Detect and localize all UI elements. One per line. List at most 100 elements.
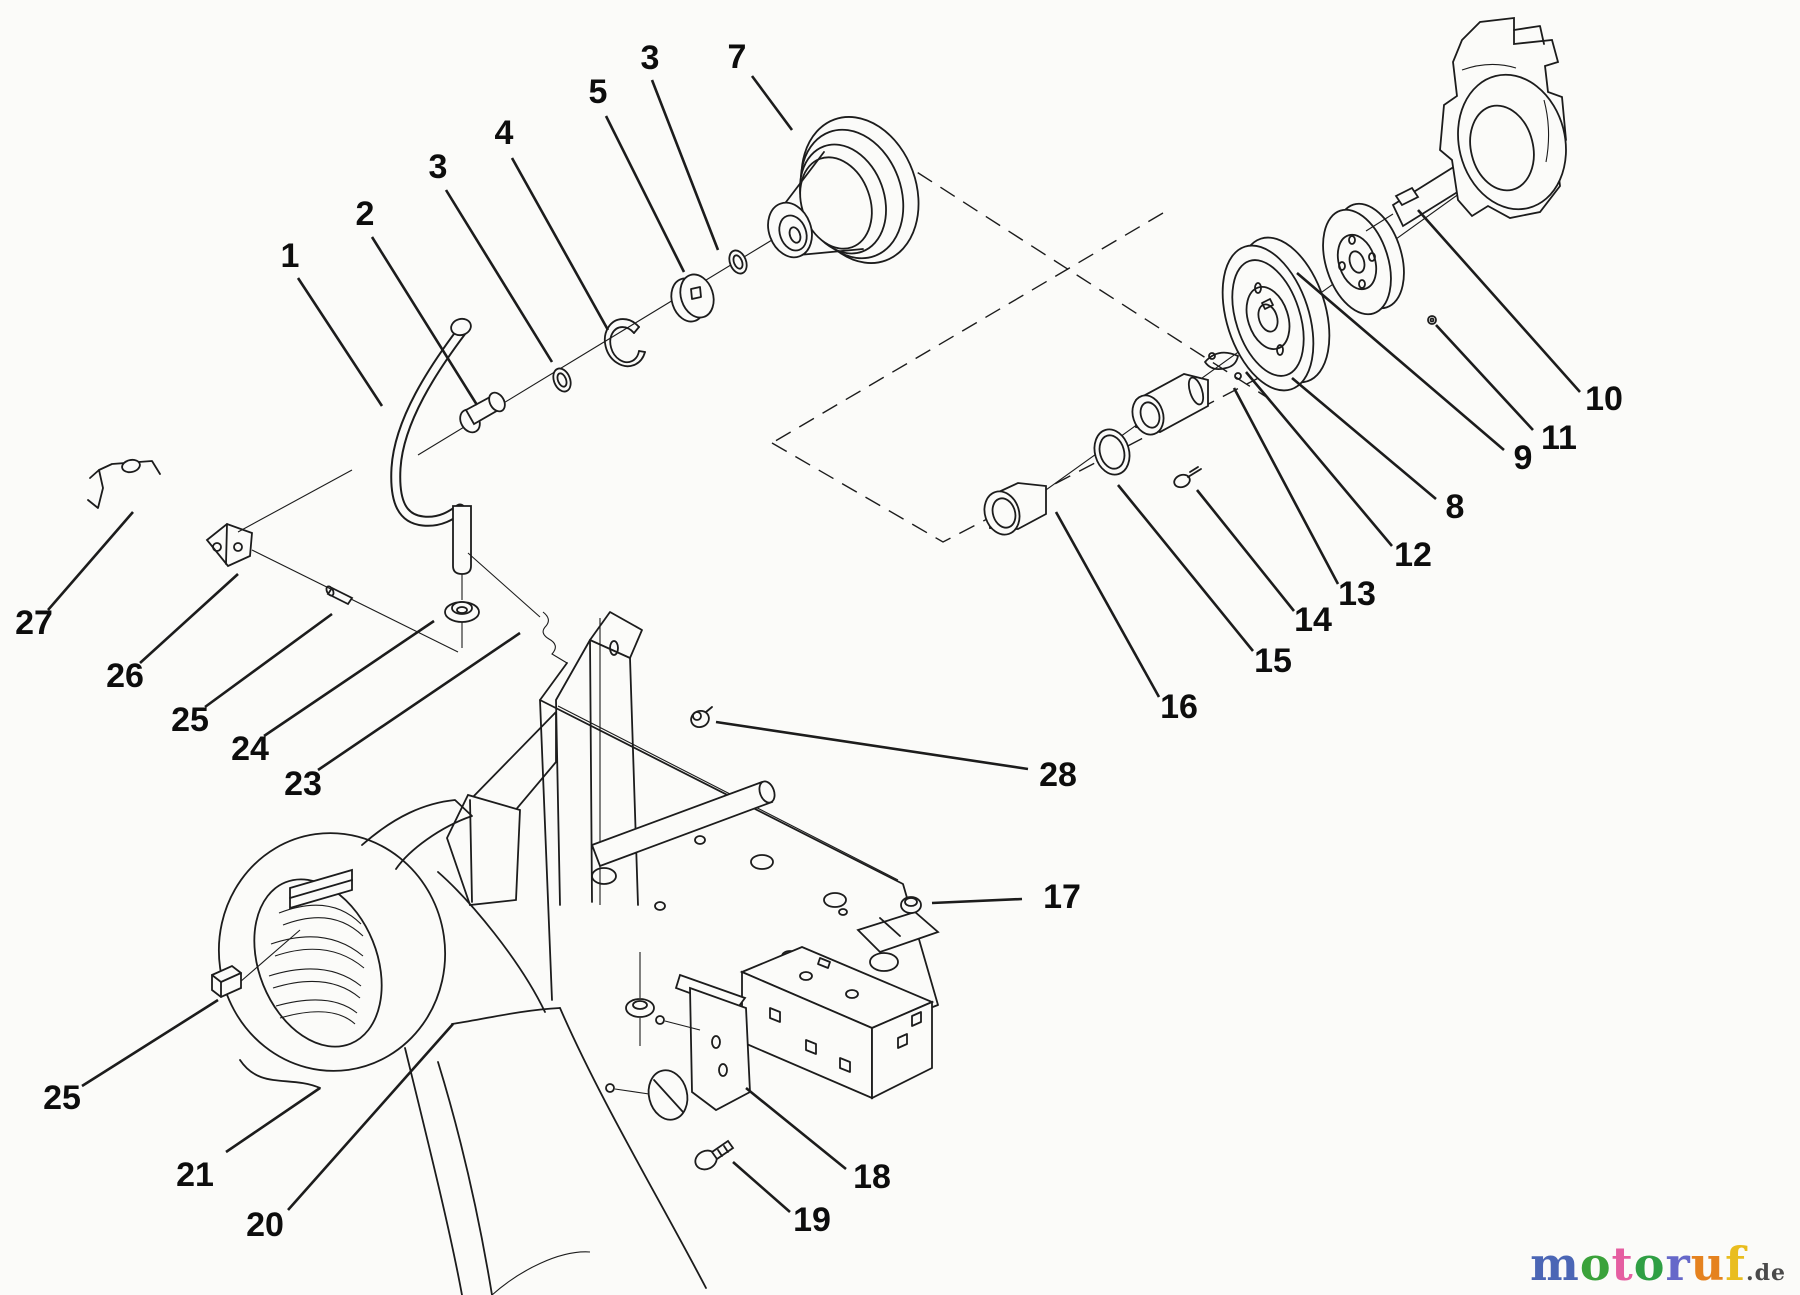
callout-leader-13 — [1232, 387, 1340, 585]
part-square-hole-washer — [670, 273, 715, 323]
part-frame-plate — [467, 552, 939, 1031]
callout-leader-7 — [750, 75, 794, 131]
callout-label-13: 13 — [1338, 575, 1376, 613]
callout-leader-10 — [1417, 209, 1581, 393]
callout-label-17: 17 — [1043, 878, 1081, 916]
callout-leader-23 — [317, 631, 521, 772]
callout-label-23: 23 — [284, 765, 322, 803]
callout-leader-8 — [1291, 377, 1437, 500]
callout-leader-12 — [1245, 371, 1393, 547]
part-oring-lower — [552, 367, 572, 393]
callout-leader-11 — [1435, 324, 1534, 431]
callout-leader-20 — [287, 1023, 454, 1211]
callout-label-10: 10 — [1585, 380, 1623, 418]
callout-label-2: 2 — [356, 195, 375, 233]
callout-leader-24 — [263, 619, 435, 738]
callout-leader-21 — [225, 1086, 321, 1154]
watermark-letter: m — [1530, 1237, 1580, 1291]
callout-label-1: 1 — [281, 237, 300, 275]
callout-label-28: 28 — [1039, 756, 1077, 794]
callout-leader-5 — [604, 115, 686, 273]
callout-leader-17 — [931, 897, 1023, 905]
part-cable-assembly — [390, 317, 480, 648]
callout-leader-28 — [715, 720, 1029, 771]
callout-label-27: 27 — [15, 604, 53, 642]
part-washer-15 — [1093, 428, 1131, 476]
callout-leader-25 — [204, 612, 333, 709]
callout-label-18: 18 — [853, 1158, 891, 1196]
part-oring-upper — [728, 249, 748, 275]
part-snap-ring — [603, 318, 646, 368]
callout-label-24: 24 — [231, 730, 269, 768]
part-cone-pulley — [767, 116, 920, 264]
part-flange-nut-17 — [856, 896, 940, 954]
callout-label-15: 15 — [1254, 642, 1292, 680]
part-pulley-small — [1322, 202, 1405, 316]
callout-leader-14 — [1195, 489, 1296, 612]
callout-label-16: 16 — [1160, 688, 1198, 726]
callout-label-19: 19 — [793, 1201, 831, 1239]
callout-leader-9 — [1296, 272, 1505, 451]
callout-label-25: 25 — [43, 1079, 81, 1117]
part-key — [211, 964, 242, 999]
part-bushing-13 — [1131, 373, 1209, 436]
watermark-letter: o — [1579, 1237, 1612, 1291]
callout-leader-1 — [296, 277, 384, 407]
callout-label-25: 25 — [171, 701, 209, 739]
part-clevis-pin — [325, 585, 354, 606]
callout-label-9: 9 — [1514, 439, 1533, 477]
callout-label-14: 14 — [1294, 601, 1332, 639]
watermark-letter: t — [1611, 1237, 1634, 1291]
callout-leader-25 — [81, 998, 219, 1088]
part-bolt-19 — [694, 1139, 735, 1171]
watermark-suffix: .de — [1745, 1260, 1786, 1286]
callout-label-12: 12 — [1394, 536, 1432, 574]
part-chute — [404, 1007, 707, 1295]
callout-leader-27 — [47, 511, 134, 611]
callout-label-7: 7 — [728, 38, 747, 76]
watermark-letter: f — [1725, 1237, 1746, 1291]
callout-label-5: 5 — [589, 73, 608, 111]
callout-label-4: 4 — [495, 114, 514, 152]
callout-leader-16 — [1054, 511, 1161, 698]
part-bushing-16 — [983, 482, 1047, 536]
part-disc-cover — [605, 1069, 689, 1121]
part-screw-11 — [1427, 315, 1437, 325]
part-belt-clip — [1204, 351, 1242, 380]
callout-label-11: 11 — [1541, 419, 1577, 457]
callout-leader-19 — [732, 1161, 791, 1213]
part-engine-crankcase — [1439, 16, 1567, 219]
callout-leader-3 — [650, 79, 720, 251]
callout-label-3: 3 — [429, 148, 448, 186]
part-pulley-large — [1221, 236, 1331, 392]
callout-leader-26 — [139, 573, 239, 664]
part-screw-14 — [1173, 466, 1202, 489]
watermark-word: motoruf — [1530, 1237, 1746, 1291]
callout-leader-18 — [745, 1086, 847, 1171]
part-conduit-fitting — [459, 391, 506, 434]
part-mount-bracket — [655, 973, 751, 1112]
watermark-letter: u — [1690, 1237, 1726, 1291]
callout-label-3: 3 — [641, 39, 660, 77]
callout-leader-4 — [510, 157, 610, 331]
part-axle-tube — [590, 780, 776, 868]
part-washer-frame — [625, 952, 655, 1046]
watermark-letter: o — [1633, 1237, 1666, 1291]
callout-leader-3 — [444, 189, 554, 363]
part-cable-bracket — [205, 469, 459, 653]
callout-leader-2 — [370, 236, 479, 406]
callout-label-21: 21 — [176, 1156, 214, 1194]
callout-leader-15 — [1116, 484, 1255, 652]
part-frame-channel — [739, 946, 935, 1100]
callout-label-20: 20 — [246, 1206, 284, 1244]
part-support-bracket — [446, 611, 643, 906]
callout-label-26: 26 — [106, 657, 144, 695]
callout-label-8: 8 — [1446, 488, 1465, 526]
watermark-logo: motoruf.de — [1530, 1241, 1786, 1287]
part-bolt-28 — [690, 706, 713, 729]
part-blower-housing — [217, 799, 546, 1089]
watermark-letter: r — [1665, 1237, 1691, 1291]
